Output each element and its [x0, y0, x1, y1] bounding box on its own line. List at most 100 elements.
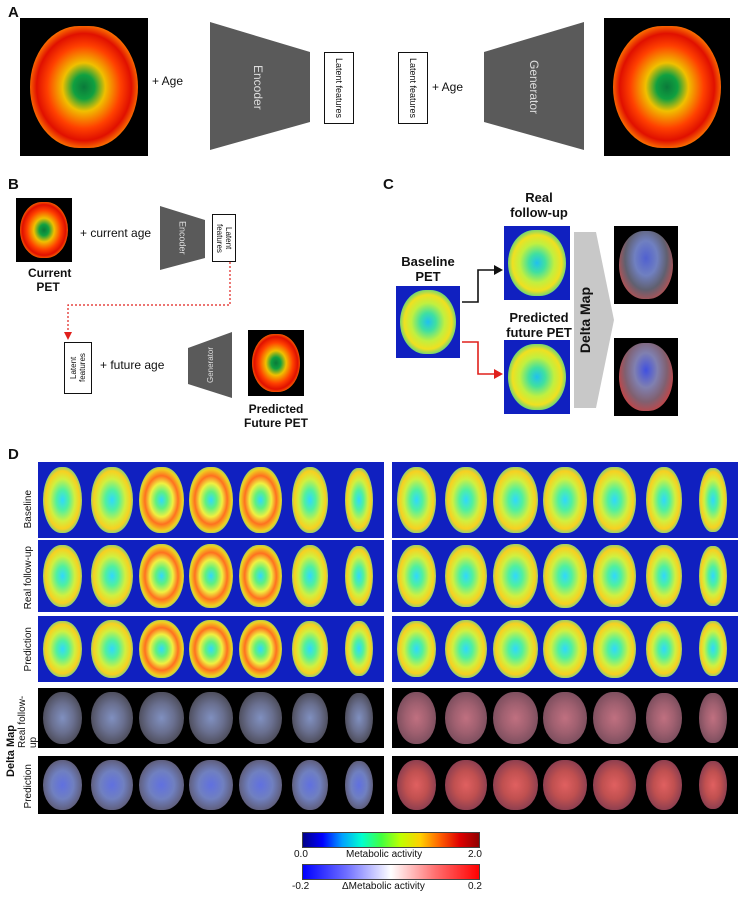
- brain-slice: [239, 544, 282, 608]
- arrow-to-predicted: [462, 341, 496, 375]
- brain-slice: [396, 544, 437, 608]
- brain-slice: [593, 466, 636, 534]
- brain-slice: [492, 544, 539, 608]
- real-follow-up-image: [504, 226, 570, 300]
- brain-slice: [492, 691, 539, 745]
- brain-slice: [345, 621, 374, 677]
- delta-colorbar: [302, 864, 480, 880]
- encoder-label-b: Encoder: [177, 221, 188, 255]
- brain-slice: [699, 468, 728, 532]
- latent-label-b1: Latent features: [215, 223, 233, 253]
- baseline-pet-image: [396, 286, 460, 358]
- output-pet-image: [604, 18, 730, 156]
- generator-label-a: Generator: [527, 59, 541, 115]
- brain-slice: [188, 466, 234, 534]
- brain-slice: [542, 466, 588, 534]
- delta-map-real-image: [614, 226, 678, 304]
- brain-slice: [90, 466, 134, 534]
- brain-slice: [444, 620, 488, 678]
- brain-slice: [291, 467, 329, 533]
- brain-slice: [542, 692, 588, 744]
- brain-slice: [90, 760, 134, 810]
- pet-brain-slice: [30, 26, 138, 148]
- brain-slice: [42, 467, 83, 533]
- brain-slice: [444, 692, 488, 744]
- current-pet-image: [16, 198, 72, 262]
- brain-slice: [239, 692, 282, 744]
- delta-map-predicted-image: [614, 338, 678, 416]
- brain-slice: [396, 467, 437, 533]
- brain-slice: [188, 692, 234, 744]
- encoder-block-b: [160, 206, 205, 270]
- latent-label-a1: Latent features: [334, 57, 344, 119]
- plus-age-label-1: + Age: [152, 74, 184, 88]
- brain-slice: [645, 545, 683, 607]
- current-pet-label: Current PET: [28, 266, 72, 294]
- brain-slice: [492, 759, 539, 811]
- brain-slice: [90, 692, 134, 744]
- brain-slice: [542, 544, 588, 608]
- brain-slice: [492, 466, 539, 534]
- panel-label-c: C: [383, 176, 394, 193]
- brain-slice: [645, 467, 683, 533]
- brain-slice: [291, 692, 329, 744]
- delta-max: 0.2: [468, 881, 482, 892]
- input-pet-image: [20, 18, 148, 156]
- brain-slice: [42, 692, 83, 744]
- metabolic-colorbar: [302, 832, 480, 848]
- latent-box-a2: Latent features: [398, 52, 428, 124]
- brain-slice: [42, 760, 83, 810]
- brain-slice: [396, 692, 437, 744]
- brain-slice: [593, 620, 636, 678]
- brain-slice: [138, 466, 185, 534]
- generator-block-a: [484, 22, 584, 150]
- latent-label-a2: Latent features: [408, 57, 418, 119]
- brain-slice: [188, 620, 234, 678]
- brain-slice: [645, 692, 683, 744]
- metabolic-max: 2.0: [468, 849, 482, 860]
- brain-slice: [542, 620, 588, 678]
- plus-age-label-2: + Age: [432, 80, 464, 94]
- plus-current-age-label: + current age: [80, 226, 152, 240]
- brain-slice: [699, 693, 728, 743]
- encoder-label-a: Encoder: [251, 64, 265, 110]
- brain-slice: [345, 545, 374, 607]
- brain-slice: [90, 620, 134, 678]
- delta-map-arrow: [574, 232, 614, 408]
- metabolic-label: Metabolic activity: [346, 849, 423, 860]
- brain-slice: [542, 759, 588, 811]
- brain-slice: [90, 544, 134, 608]
- brain-slice: [396, 620, 437, 678]
- brain-slice: [188, 759, 234, 811]
- brain-slice: [291, 620, 329, 678]
- generator-block-b: [188, 332, 232, 398]
- metabolic-min: 0.0: [294, 849, 308, 860]
- latent-box-b2: Latent features: [64, 342, 92, 394]
- brain-slice: [593, 544, 636, 608]
- brain-slice: [444, 760, 488, 810]
- predicted-pet-image: [248, 330, 304, 396]
- brain-slice: [345, 761, 374, 809]
- predicted-future-pet-c-label: Predicted future PET: [506, 310, 572, 340]
- brain-slice: [188, 544, 234, 608]
- plus-future-age-label: + future age: [100, 358, 165, 372]
- brain-slice: [42, 544, 83, 608]
- brain-slice: [239, 466, 282, 534]
- brain-slice: [444, 466, 488, 534]
- brain-slice: [345, 468, 374, 532]
- panel-label-a: A: [8, 4, 19, 21]
- panel-label-b: B: [8, 176, 19, 193]
- brain-slice: [138, 691, 185, 745]
- brain-slice: [645, 620, 683, 678]
- brain-slice: [138, 620, 185, 678]
- brain-slice: [699, 621, 728, 677]
- brain-slice: [492, 620, 539, 678]
- delta-min: -0.2: [292, 881, 310, 892]
- brain-slice: [699, 545, 728, 607]
- predicted-future-pet-label: Predicted Future PET: [243, 402, 308, 430]
- brain-slice: [444, 544, 488, 608]
- encoder-block-a: [210, 22, 310, 150]
- brain-slice: [239, 620, 282, 678]
- panel-label-d: D: [8, 446, 19, 463]
